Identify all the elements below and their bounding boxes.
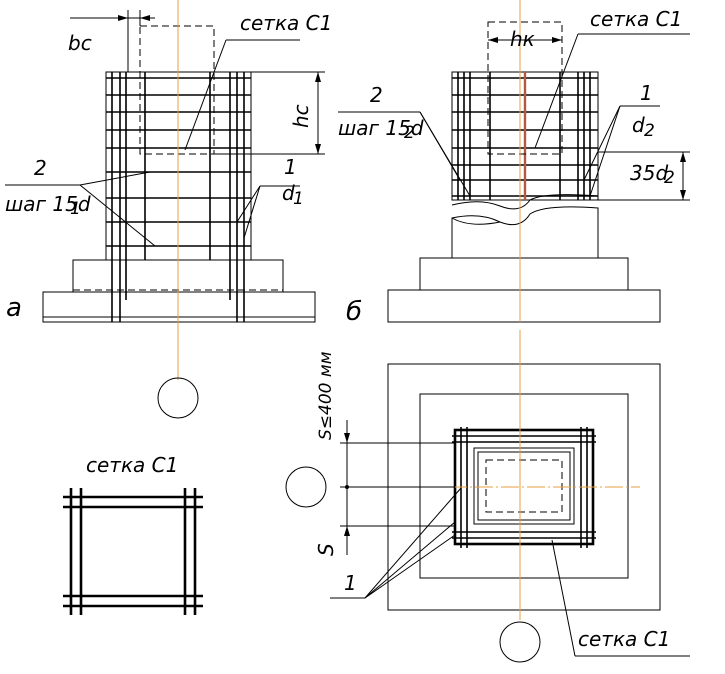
step-label-right-sub: 2 [404,123,415,143]
view-a-vertical-bars [111,72,245,322]
mesh-label-bottom-right: сетка С1 [578,627,670,651]
spacing-label-top: S≤400 мм [316,351,336,440]
view-a-mesh-c1 [139,25,215,155]
view-a-label: а [6,293,22,323]
hk-dimension-label: hк [510,27,535,51]
view-b-foundation-step [419,257,629,291]
view-a-elevation [5,0,325,419]
plan-view [285,330,690,663]
step-label-left: шаг 15d [5,192,91,216]
plan-foundation-step [419,393,629,579]
view-b-label: б [346,297,362,327]
spacing-label-bottom: S [314,543,338,556]
step-label-left-sub: 1 [70,199,81,219]
view-b-elevation [338,0,690,323]
mesh-label-top-left: сетка С1 [240,11,332,35]
plan-axis-marker-left [285,466,327,508]
dim-35-label: 35d [630,161,668,185]
view-b-mesh-c1 [487,21,563,155]
view-b-foundation-slab [387,289,661,323]
callout-2-left: 2 [34,156,47,180]
hc-dimension-label: hс [289,104,313,128]
mesh-label-detail: сетка С1 [86,453,178,477]
dim-35-label-sub: 2 [664,168,675,188]
step-label-right: шаг 15d [338,116,424,140]
mesh-c1-detail [63,488,203,615]
callout-1-plan: 1 [344,571,357,595]
view-a-axis-marker [157,377,199,419]
callout-1-left: 1 [284,155,297,179]
d2-label-sub: 2 [644,121,655,141]
callout-1-right: 1 [640,81,653,105]
bc-dimension-label: bс [68,31,92,55]
mesh-label-top-right: сетка С1 [590,7,682,31]
callout-2-right: 2 [370,83,383,107]
d1-label: d [282,181,295,205]
d1-label-sub: 1 [293,189,304,209]
view-b-pedestal [451,206,599,258]
view-b-vertical-bars [457,72,591,200]
d2-label: d [632,113,645,137]
plan-axis-marker-bottom [499,621,541,663]
